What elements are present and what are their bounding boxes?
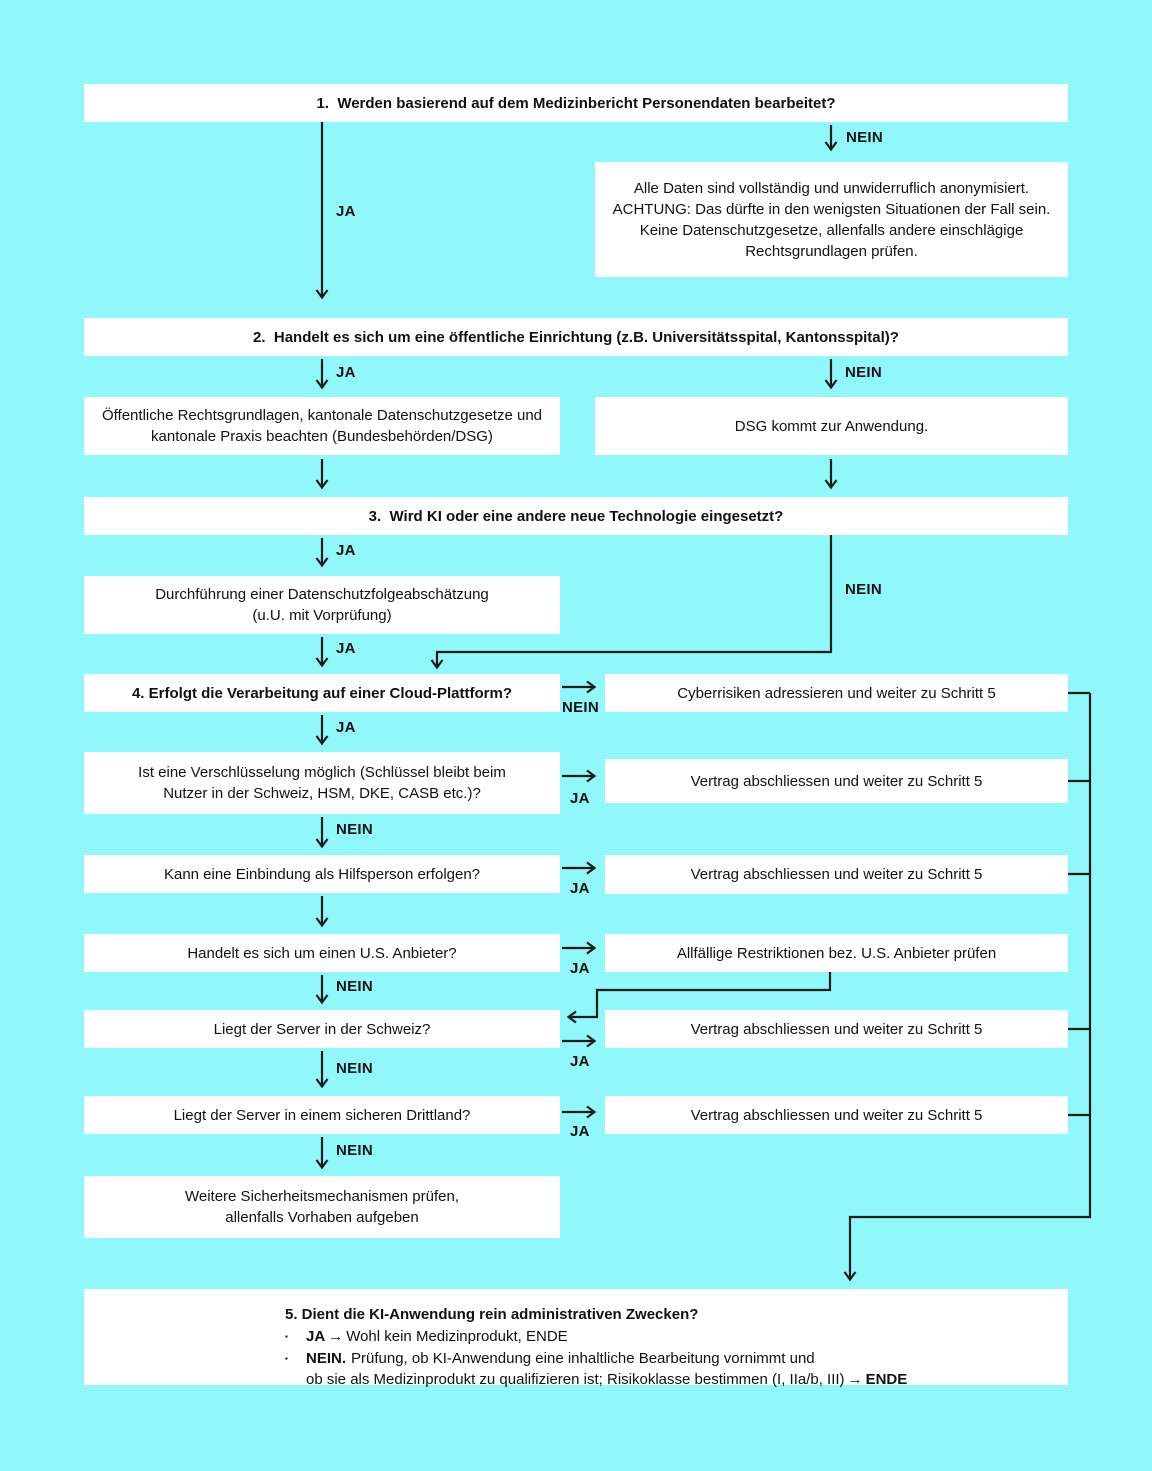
label-nein-step1: NEIN xyxy=(846,129,884,146)
dpia-note-box: Durchführung einer Datenschutzfolgeabsch… xyxy=(84,576,560,634)
label-ja-serverthird: JA xyxy=(570,1123,590,1140)
step5-title: 5. Dient die KI-Anwendung rein administr… xyxy=(285,1306,699,1323)
us-restrictions-box: Allfällige Restriktionen bez. U.S. Anbie… xyxy=(605,934,1068,972)
label-ja-helper: JA xyxy=(570,880,590,897)
security-note-box: Weitere Sicherheitsmechanismen prüfen, a… xyxy=(84,1176,560,1238)
label-ja-encryption: JA xyxy=(570,790,590,807)
label-nein-encryption: NEIN xyxy=(336,821,374,838)
dpia-line-2: (u.U. mit Vorprüfung) xyxy=(252,607,392,624)
step5-nein-text-2: ob sie als Medizinprodukt zu qualifizier… xyxy=(306,1371,845,1388)
public-law-note-box: Öffentliche Rechtsgrundlagen, kantonale … xyxy=(84,397,560,455)
step5-bullet-ja: ▪ JA→Wohl kein Medizinprodukt, ENDE xyxy=(285,1326,568,1348)
label-nein-serverch: NEIN xyxy=(336,1060,374,1077)
step4-question-box: 4. Erfolgt die Verarbeitung auf einer Cl… xyxy=(84,674,560,712)
step5-nein-label: NEIN. xyxy=(306,1349,347,1367)
label-ja-dpia: JA xyxy=(336,640,356,657)
encryption-line-1: Ist eine Verschlüsselung möglich (Schlüs… xyxy=(138,764,506,781)
label-ja-step3: JA xyxy=(336,542,356,559)
cyber-risks-box: Cyberrisiken adressieren und weiter zu S… xyxy=(605,674,1068,712)
label-nein-step2: NEIN xyxy=(845,364,883,381)
label-ja-step1: JA xyxy=(336,203,356,220)
us-provider-question-box: Handelt es sich um einen U.S. Anbieter? xyxy=(84,934,560,972)
anonymized-line-3: Keine Datenschutzgesetze, allenfalls and… xyxy=(639,221,1024,239)
contract-box-3: Vertrag abschliessen und weiter zu Schri… xyxy=(605,1010,1068,1048)
bullet-icon: ▪ xyxy=(285,1332,288,1341)
right-arrow-icon: → xyxy=(328,1328,344,1345)
contract-box-2: Vertrag abschliessen und weiter zu Schri… xyxy=(605,855,1068,894)
step5-box: 5. Dient die KI-Anwendung rein administr… xyxy=(84,1289,1068,1388)
step5-bullet-nein: ▪ NEIN.Prüfung, ob KI-Anwendung eine inha… xyxy=(285,1348,815,1370)
dsg-note-box: DSG kommt zur Anwendung. xyxy=(595,397,1068,455)
bullet-icon: ▪ xyxy=(285,1353,288,1363)
dpia-line-1: Durchführung einer Datenschutzfolgeabsch… xyxy=(155,586,489,603)
step2-question-box: 2. Handelt es sich um eine öffentliche E… xyxy=(84,318,1068,356)
contract-box-4: Vertrag abschliessen und weiter zu Schri… xyxy=(605,1096,1068,1134)
label-nein-serverthird: NEIN xyxy=(336,1142,374,1159)
step5-ende-label: ENDE xyxy=(865,1371,908,1388)
anonymized-line-1: Alle Daten sind vollständig und unwiderr… xyxy=(633,179,1030,197)
step5-nein-continuation: ob sie als Medizinprodukt zu qualifizier… xyxy=(306,1369,907,1391)
step1-question-box: 1. Werden basierend auf dem Medizinberic… xyxy=(84,84,1068,122)
public-law-line-1: Öffentliche Rechtsgrundlagen, kantonale … xyxy=(101,407,543,424)
encryption-line-2: Nutzer in der Schweiz, HSM, DKE, CASB et… xyxy=(163,785,481,802)
contract-box-1: Vertrag abschliessen und weiter zu Schri… xyxy=(605,759,1068,803)
label-nein-step3: NEIN xyxy=(845,581,883,598)
step5-ja-label: JA xyxy=(306,1328,326,1345)
security-line-2: allenfalls Vorhaben aufgeben xyxy=(225,1209,419,1226)
security-line-1: Weitere Sicherheitsmechanismen prüfen, xyxy=(184,1188,460,1205)
label-nein-us: NEIN xyxy=(336,978,374,995)
label-ja-step2: JA xyxy=(336,364,356,381)
label-ja-serverch: JA xyxy=(570,1053,590,1070)
anonymized-line-2: ACHTUNG: Das dürfte in den wenigsten Sit… xyxy=(612,200,1051,218)
server-ch-question-box: Liegt der Server in der Schweiz? xyxy=(84,1010,560,1048)
label-ja-step4: JA xyxy=(336,719,356,736)
server-third-question-box: Liegt der Server in einem sicheren Dritt… xyxy=(84,1096,560,1134)
helper-question-box: Kann eine Einbindung als Hilfsperson erf… xyxy=(84,855,560,893)
public-law-line-2: kantonale Praxis beachten (Bundesbehörde… xyxy=(151,428,493,445)
step3-question-box: 3. Wird KI oder eine andere neue Technol… xyxy=(84,497,1068,535)
step5-nein-text: Prüfung, ob KI-Anwendung eine inhaltlich… xyxy=(351,1349,815,1367)
right-arrow-icon: → xyxy=(847,1371,863,1388)
label-nein-step4: NEIN xyxy=(562,699,600,716)
anonymized-line-4: Rechtsgrundlagen prüfen. xyxy=(745,242,918,260)
anonymized-note-box: Alle Daten sind vollständig und unwiderr… xyxy=(595,162,1068,277)
encryption-question-box: Ist eine Verschlüsselung möglich (Schlüs… xyxy=(84,752,560,814)
label-ja-us: JA xyxy=(570,960,590,977)
step5-ja-text: Wohl kein Medizinprodukt, ENDE xyxy=(346,1328,568,1345)
